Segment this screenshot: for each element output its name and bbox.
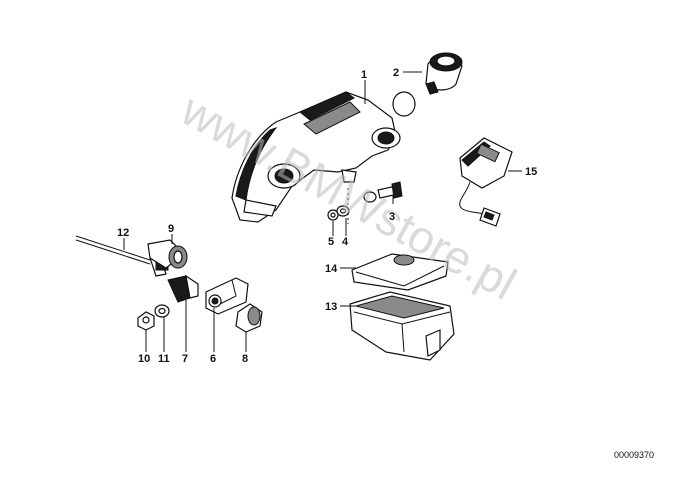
callout-10: 10 [138, 353, 150, 365]
callout-3: 3 [389, 211, 395, 223]
callout-13: 13 [325, 301, 337, 313]
part-3-screw [363, 181, 403, 203]
part-1-bracket [231, 91, 401, 223]
callout-4: 4 [342, 236, 349, 248]
callout-15: 15 [525, 166, 537, 178]
callout-5: 5 [328, 236, 334, 248]
part-7-sleeve [167, 274, 199, 303]
part-9-plug [147, 239, 188, 269]
callout-8: 8 [242, 353, 248, 365]
callout-6: 6 [210, 353, 216, 365]
callout-2: 2 [393, 67, 399, 79]
part-10-11-nut-washer [137, 304, 170, 331]
part-8-cap [235, 303, 263, 333]
callout-1: 1 [361, 69, 367, 81]
leader-lines [123, 71, 522, 352]
part-4-5-nut-washer [327, 188, 350, 224]
part-2-socket [392, 52, 463, 117]
part-14-lid [351, 253, 449, 291]
callout-9: 9 [168, 223, 174, 235]
callout-11: 11 [158, 353, 170, 365]
callout-12: 12 [117, 227, 129, 239]
diagram-code: 00009370 [614, 450, 654, 460]
part-6-clip [205, 277, 249, 315]
part-13-tray [349, 291, 455, 361]
callout-7: 7 [182, 353, 188, 365]
part-15-switch [459, 137, 513, 227]
callout-14: 14 [325, 263, 338, 275]
